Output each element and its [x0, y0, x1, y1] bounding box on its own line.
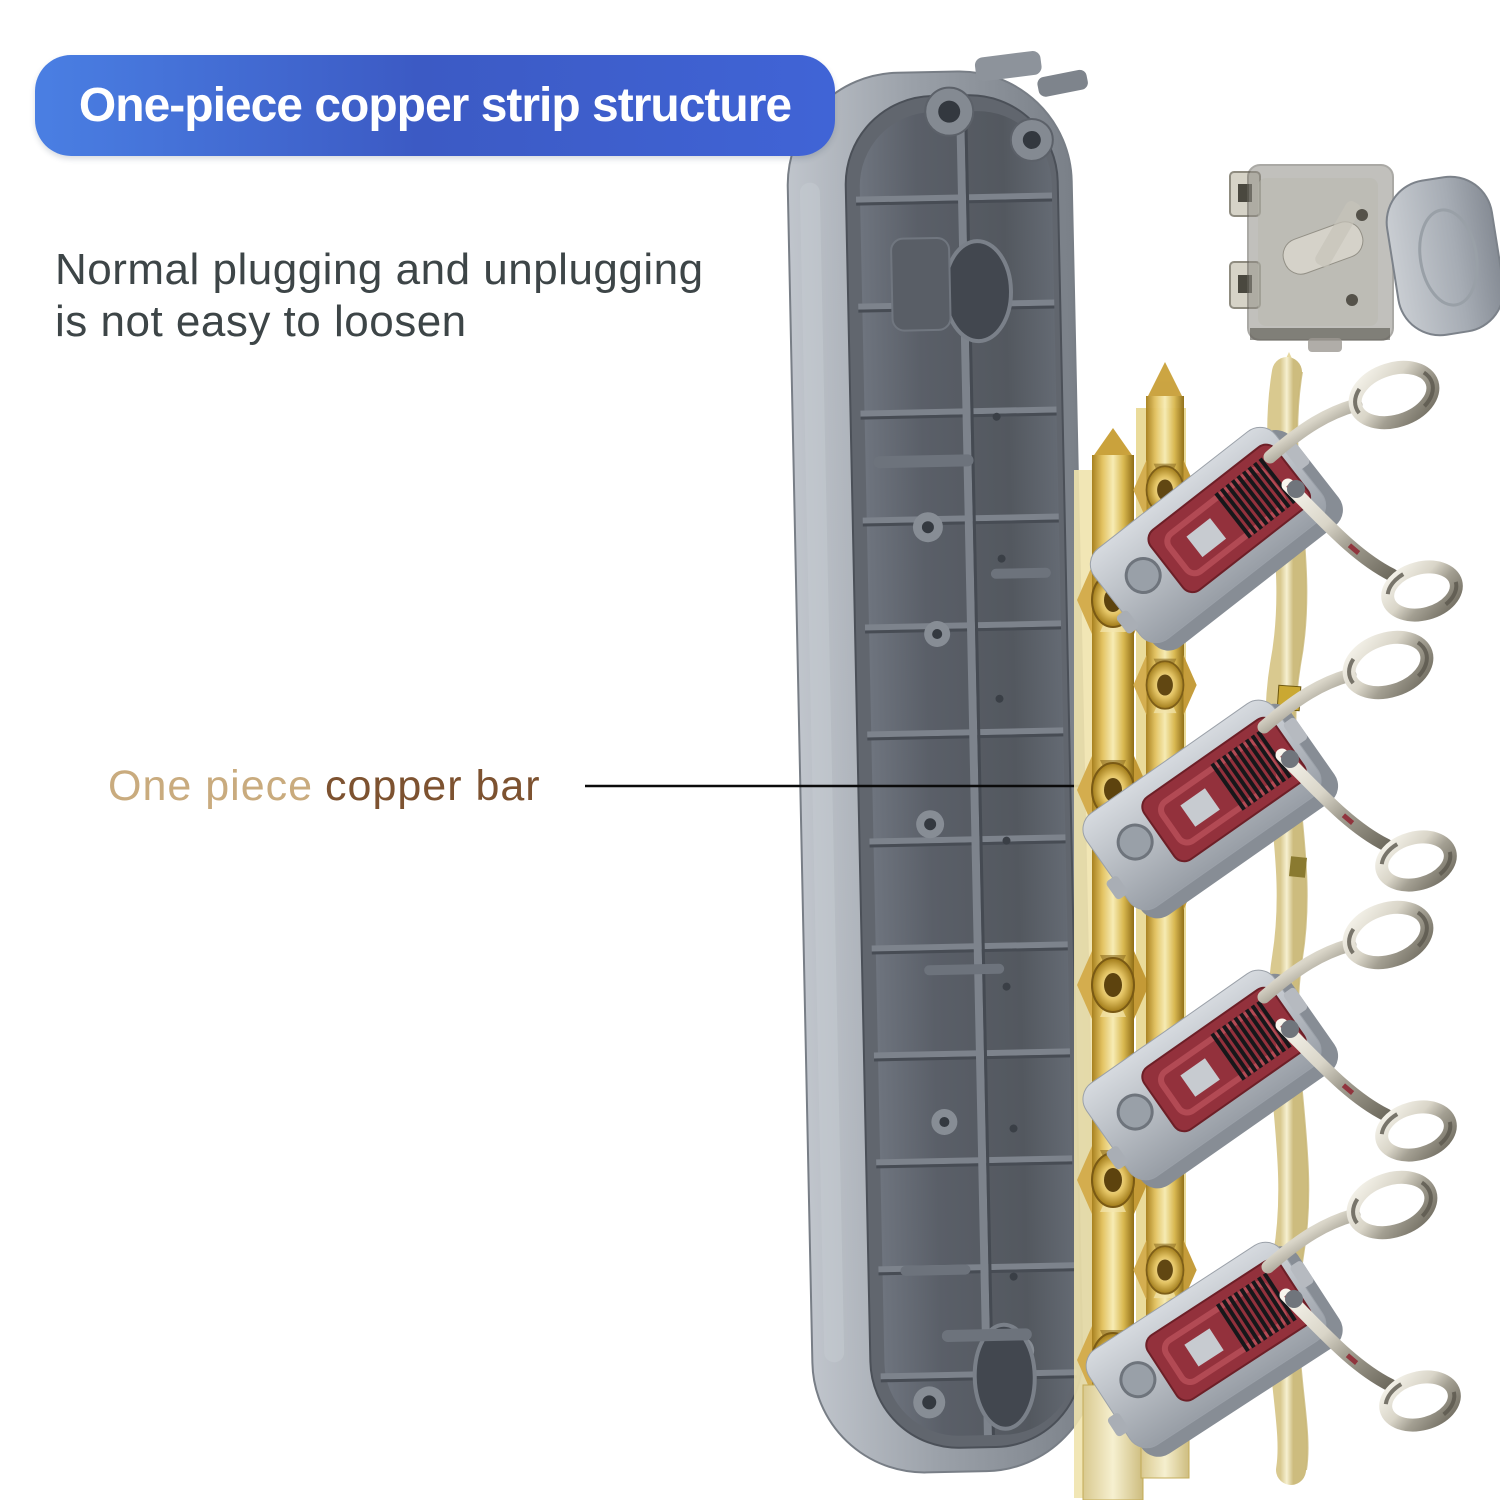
switch-assembly — [1229, 164, 1500, 352]
title-banner-label: One-piece copper strip structure — [78, 79, 792, 132]
shell-top-tabs — [974, 51, 1088, 97]
shell-center-rib — [956, 117, 992, 1436]
description-line-1: Normal plugging and unplugging — [55, 245, 704, 294]
shell-oval-slot-bottom — [972, 1322, 1037, 1431]
shell-boss — [890, 236, 952, 332]
shell-molded-details — [873, 454, 1051, 1342]
power-strip-back-shell — [786, 51, 1098, 1474]
description-line-2: is not easy to loosen — [55, 297, 467, 346]
title-banner: One-piece copper strip structure — [35, 55, 835, 156]
shell-oval-slot-top — [942, 239, 1013, 344]
annotation-label-light: One piece — [108, 762, 314, 810]
description-text: Normal plugging and unplugging is not ea… — [55, 244, 704, 348]
rocker-button — [1385, 175, 1500, 337]
annotation-label-dark: copper bar — [325, 762, 541, 810]
